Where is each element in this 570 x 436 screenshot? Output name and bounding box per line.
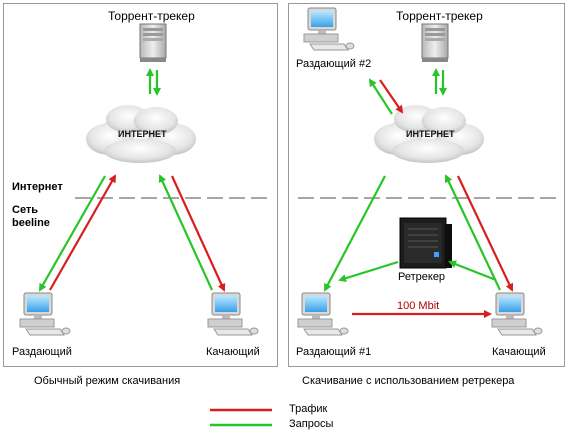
speed-label: 100 Mbit <box>397 300 440 312</box>
right-cloud-label: ИНТЕРНЕТ <box>406 129 455 139</box>
right-tracker-server-icon <box>421 23 449 63</box>
right-downloader-traffic-arrow <box>457 175 514 292</box>
left-cloud-label: ИНТЕРНЕТ <box>118 129 167 139</box>
left-seeder-label: Раздающий <box>12 346 72 358</box>
retracker-server-icon <box>399 217 452 269</box>
right-seeder2-label: Раздающий #2 <box>296 58 372 70</box>
legend-traffic-label: Трафик <box>289 403 328 415</box>
right-downloader-request-arrow <box>444 174 501 291</box>
right-seeder1-request-arrow <box>324 175 386 292</box>
right-seeder2-traffic-arrow <box>379 79 404 114</box>
left-seeder-computer-icon <box>19 292 71 336</box>
left-internet-label: Интернет <box>12 181 63 193</box>
left-network-label-line2: beeline <box>12 217 50 229</box>
left-tracker-server-icon <box>139 23 167 63</box>
left-downloader-traffic-arrow <box>170 175 226 292</box>
right-downloader-computer-icon <box>491 292 543 336</box>
right-seeder1-retracker-request-arrow <box>338 260 399 283</box>
left-seeder-request-arrow <box>39 175 106 292</box>
right-seeder1-label: Раздающий #1 <box>296 346 372 358</box>
left-downloader-request-arrow <box>158 174 214 291</box>
legend-requests-label: Запросы <box>289 418 334 430</box>
left-tracker-label: Торрент-трекер <box>108 9 195 23</box>
left-downloader-computer-icon <box>207 292 259 336</box>
left-downloader-label: Качающий <box>206 346 260 358</box>
left-seeder-traffic-arrow <box>49 174 116 291</box>
right-downloader-label: Качающий <box>492 346 546 358</box>
right-tracker-label: Торрент-трекер <box>396 9 483 23</box>
right-seeder2-computer-icon <box>303 7 355 51</box>
right-seeder2-request-arrow <box>368 78 393 115</box>
right-downloader-retracker-request-arrow <box>448 260 497 282</box>
left-network-label-line1: Сеть <box>12 204 39 216</box>
retracker-label: Ретрекер <box>398 271 446 283</box>
right-seeder1-computer-icon <box>297 292 349 336</box>
left-caption: Обычный режим скачивания <box>34 375 181 387</box>
right-caption: Скачивание с использованием ретрекера <box>302 375 515 387</box>
